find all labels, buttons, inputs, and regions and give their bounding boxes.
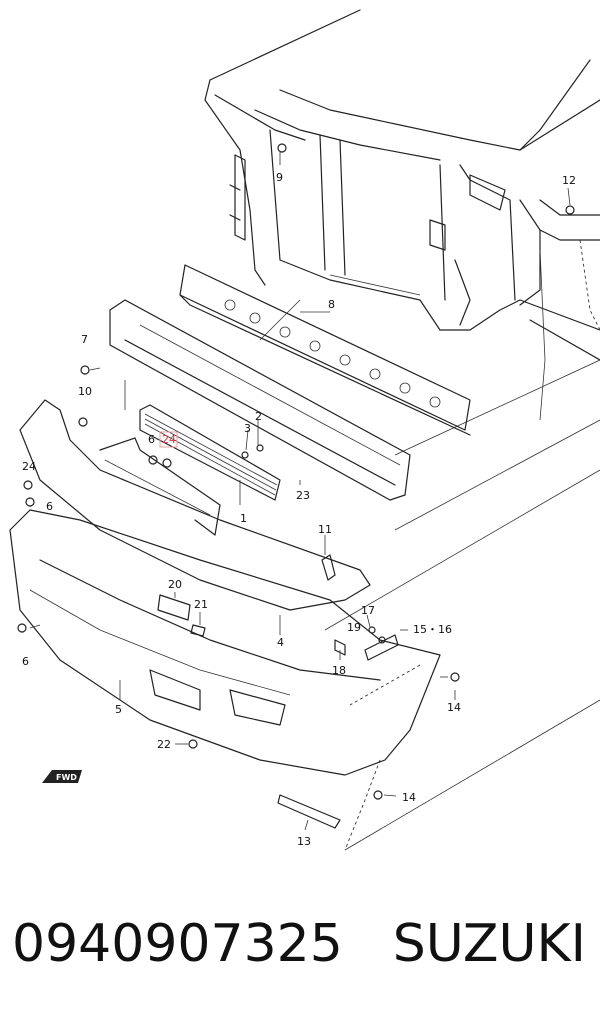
label-11: 11 (318, 523, 332, 536)
reinforcement-upper (179, 264, 471, 436)
part-labels: 1 2 3 4 5 6 6 6 7 8 9 10 11 12 13 14 14 … (22, 171, 576, 848)
label-5: 5 (115, 703, 122, 716)
label-6b: 6 (46, 500, 53, 513)
label-1: 1 (240, 512, 247, 525)
label-10: 10 (78, 385, 92, 398)
label-7: 7 (81, 333, 88, 346)
label-17: 17 (361, 604, 375, 617)
label-20: 20 (168, 578, 182, 591)
label-19: 19 (347, 621, 361, 634)
grille (139, 404, 281, 501)
part-number: 0940907325 (12, 914, 343, 974)
label-6c: 6 (22, 655, 29, 668)
highlight-box (159, 431, 178, 448)
parts-diagram: FWD 1 2 3 4 5 6 6 6 7 8 9 10 11 12 13 14… (9, 9, 600, 851)
leader-lines (119, 152, 571, 831)
label-6a: 6 (148, 433, 155, 446)
brand-name: SUZUKI (392, 914, 586, 974)
label-8: 8 (328, 298, 335, 311)
lower-spoiler (19, 399, 371, 611)
label-4: 4 (277, 636, 284, 649)
label-22: 22 (157, 738, 171, 751)
front-bumper (9, 509, 441, 776)
guide-lines (124, 239, 600, 851)
label-12: 12 (562, 174, 576, 187)
label-24b-highlighted: 24 (162, 433, 176, 446)
label-2: 2 (255, 410, 262, 423)
hardware (17, 143, 575, 829)
label-24a: 24 (22, 460, 36, 473)
label-15-16: 15・16 (413, 623, 452, 636)
fwd-arrow-icon: FWD (42, 770, 82, 783)
label-23: 23 (296, 489, 310, 502)
label-18: 18 (332, 664, 346, 677)
label-21: 21 (194, 598, 208, 611)
label-13: 13 (297, 835, 311, 848)
label-3: 3 (244, 422, 251, 435)
body-front-panel (204, 9, 600, 361)
label-9: 9 (276, 171, 283, 184)
bumper-absorber (109, 299, 411, 501)
fwd-label: FWD (56, 773, 77, 782)
label-14a: 14 (447, 701, 461, 714)
label-14b: 14 (402, 791, 416, 804)
